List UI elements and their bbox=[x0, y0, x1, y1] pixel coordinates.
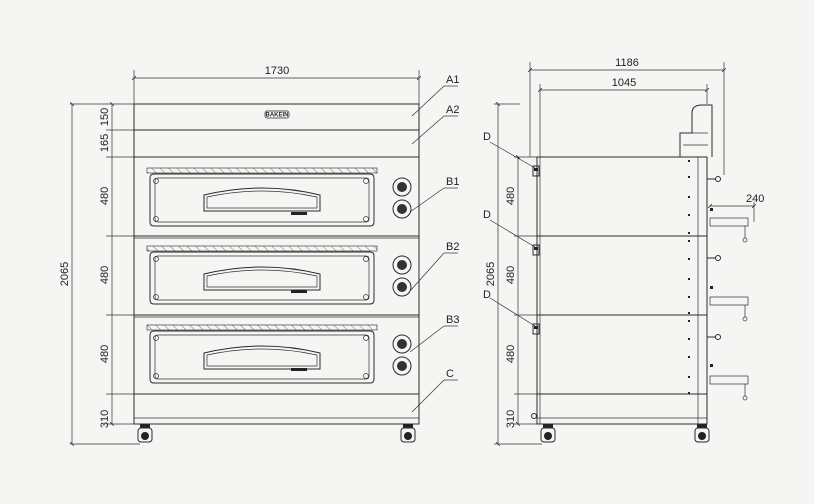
front-outline bbox=[133, 103, 420, 425]
row-dimension: 310 bbox=[99, 410, 111, 428]
row-dimension: 150 bbox=[99, 108, 111, 126]
height-dimension: 2065 bbox=[59, 262, 71, 286]
side-row-dimension: 480 bbox=[505, 266, 517, 284]
hinge-icon bbox=[532, 244, 540, 256]
caster-wheel-icon bbox=[137, 424, 153, 443]
row-dimension: 480 bbox=[99, 345, 111, 363]
callout-label: C bbox=[446, 368, 454, 380]
base-stand bbox=[133, 393, 420, 425]
dial-icon bbox=[392, 334, 412, 354]
tray-icon bbox=[709, 375, 749, 401]
deck-2 bbox=[146, 245, 412, 305]
total-depth-dimension: 1186 bbox=[615, 57, 639, 69]
front-view: BAKEIN bbox=[59, 65, 459, 444]
side-view: D D D bbox=[483, 57, 764, 444]
dial-icon bbox=[392, 199, 412, 219]
deck-3 bbox=[146, 324, 412, 384]
tray-dimension: 240 bbox=[746, 193, 764, 205]
row-dimension: 480 bbox=[99, 266, 111, 284]
callout-label: B3 bbox=[446, 314, 459, 326]
chimney bbox=[679, 104, 713, 157]
callout-label: A1 bbox=[446, 74, 459, 86]
caster-wheel-icon bbox=[400, 424, 416, 443]
side-body bbox=[536, 156, 708, 425]
row-dimension: 480 bbox=[99, 187, 111, 205]
knob-icon bbox=[707, 176, 721, 182]
width-dimension: 1730 bbox=[265, 65, 289, 77]
hinge-icon bbox=[532, 165, 540, 177]
dial-icon bbox=[392, 177, 412, 197]
callout-label: A2 bbox=[446, 104, 459, 116]
brand-badge: BAKEIN bbox=[264, 110, 290, 119]
side-row-dimension: 480 bbox=[505, 345, 517, 363]
side-row-dimension: 310 bbox=[505, 410, 517, 428]
body-depth-dimension: 1045 bbox=[612, 77, 636, 89]
side-height-dimension: 2065 bbox=[485, 262, 497, 286]
brand-label: BAKEIN bbox=[265, 113, 288, 119]
door-label: D bbox=[483, 131, 491, 143]
knob-icon bbox=[707, 255, 721, 261]
side-row-dimension: 480 bbox=[505, 187, 517, 205]
tray-icon bbox=[709, 217, 749, 243]
tray-icon bbox=[709, 296, 749, 322]
dial-icon bbox=[392, 277, 412, 297]
dial-icon bbox=[392, 356, 412, 376]
hinge-icon bbox=[532, 323, 540, 335]
caster-wheel-icon bbox=[694, 424, 710, 443]
knob-icon bbox=[707, 334, 721, 340]
dial-icon bbox=[392, 255, 412, 275]
callout-label: B1 bbox=[446, 176, 459, 188]
door-label: D bbox=[483, 289, 491, 301]
row-dimension: 165 bbox=[99, 134, 111, 152]
callout-label: B2 bbox=[446, 241, 459, 253]
caster-wheel-icon bbox=[540, 424, 556, 443]
deck-1 bbox=[146, 167, 412, 227]
door-label: D bbox=[483, 209, 491, 221]
